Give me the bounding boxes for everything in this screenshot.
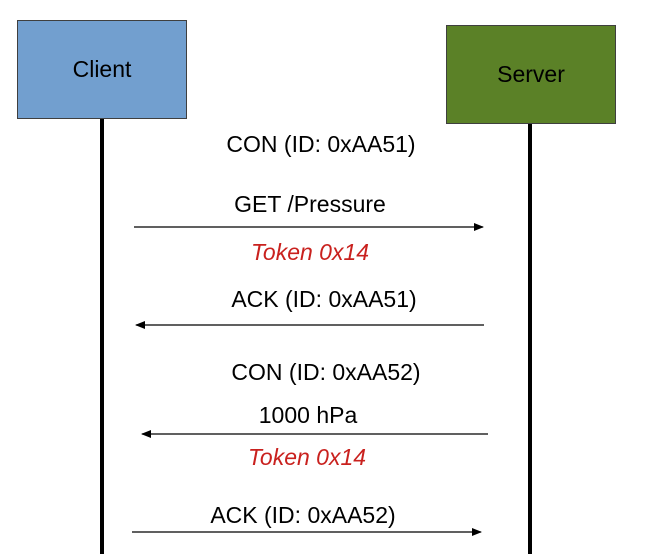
con-2-type-label: CON (ID: 0xAA52) [231,359,421,385]
server-label: Server [497,61,565,87]
con-1-type-label: CON (ID: 0xAA51) [226,131,416,157]
client-label: Client [72,56,132,82]
con-1-payload-label: GET /Pressure [234,191,386,217]
ack-2-type-label: ACK (ID: 0xAA52) [210,502,396,528]
server-participant-box: Server [446,25,616,124]
con-2-token-label: Token 0x14 [247,444,367,470]
client-participant-box: Client [17,20,187,119]
con-1-token-label: Token 0x14 [250,239,370,265]
con-2-payload-label: 1000 hPa [258,402,358,428]
ack-1-type-label: ACK (ID: 0xAA51) [231,286,417,312]
